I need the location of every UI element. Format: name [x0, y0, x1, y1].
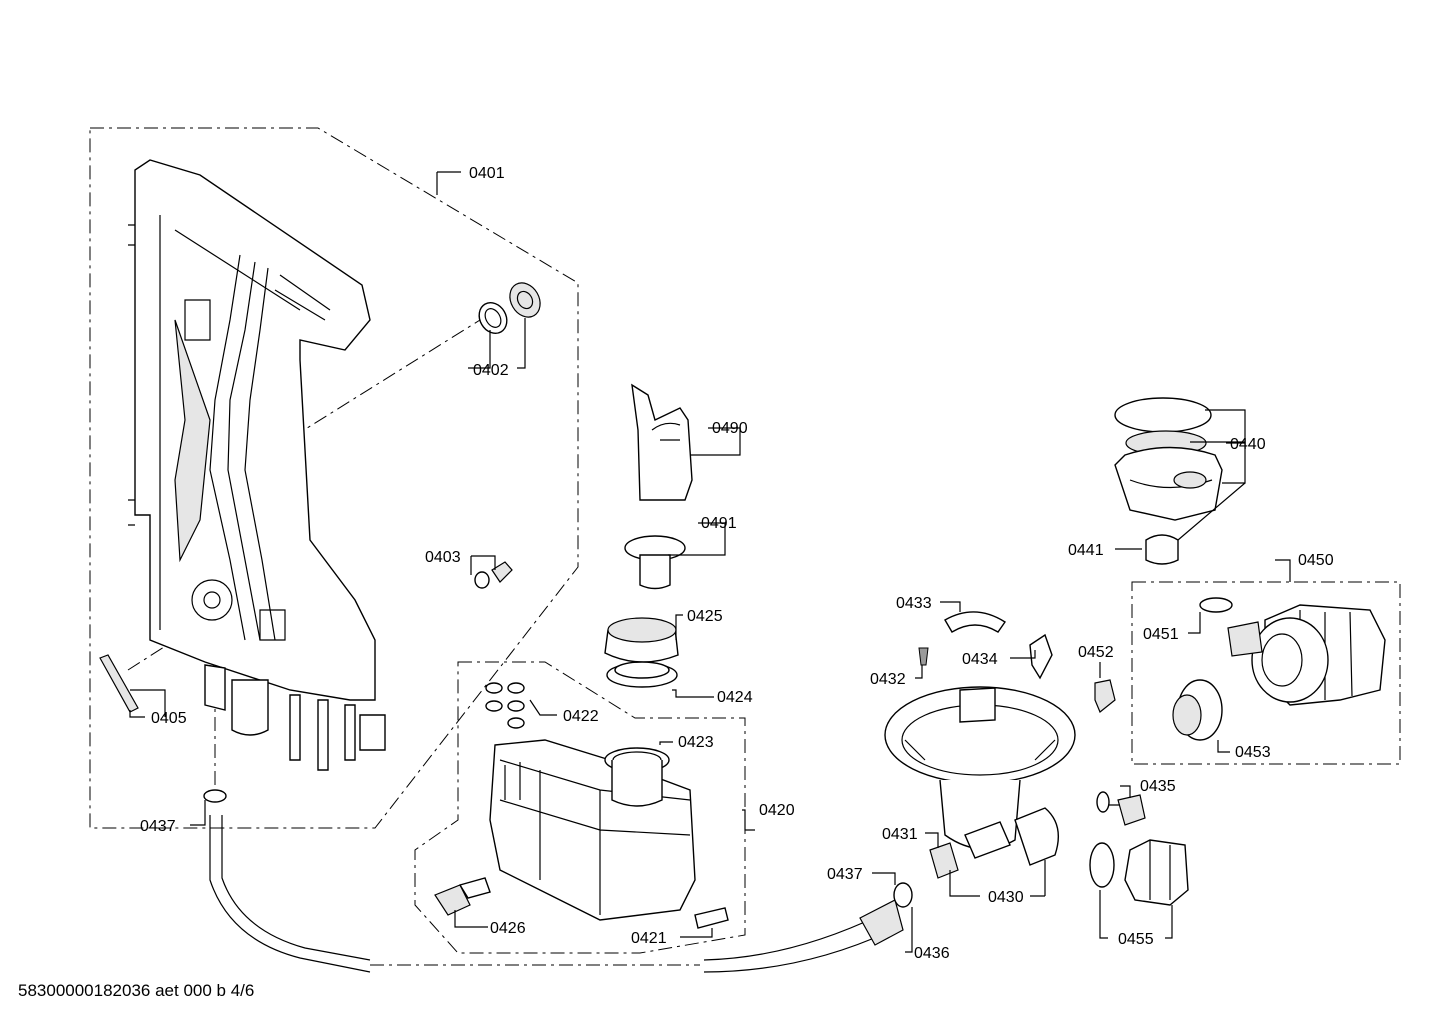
label-0431[interactable]: 0431 — [882, 826, 918, 843]
label-0432[interactable]: 0432 — [870, 671, 906, 688]
label-0437-right[interactable]: 0437 — [827, 866, 863, 883]
part-0430-sump[interactable] — [884, 686, 1076, 866]
label-0453[interactable]: 0453 — [1235, 744, 1271, 761]
part-0433-bracket[interactable] — [944, 611, 1006, 633]
part-0424-ring[interactable] — [606, 661, 678, 688]
leader-lines — [129, 171, 1291, 953]
label-0425[interactable]: 0425 — [687, 608, 723, 625]
part-0453-pump-cover[interactable] — [1172, 679, 1223, 741]
part-0440-heater-cover[interactable] — [1114, 397, 1223, 521]
part-0425-lid[interactable] — [604, 617, 679, 663]
label-0421[interactable]: 0421 — [631, 930, 667, 947]
part-0431-filter[interactable] — [929, 842, 959, 879]
part-drain-hose — [209, 815, 904, 973]
label-0424[interactable]: 0424 — [717, 689, 753, 706]
part-0401-side-panel[interactable] — [128, 159, 386, 771]
part-0437-seal-right[interactable] — [893, 882, 913, 908]
label-0491[interactable]: 0491 — [701, 515, 737, 532]
label-0441[interactable]: 0441 — [1068, 542, 1104, 559]
part-0437-seal-left[interactable] — [203, 789, 227, 803]
part-0434-clip[interactable] — [1029, 633, 1053, 680]
label-0452[interactable]: 0452 — [1078, 644, 1114, 661]
label-0430[interactable]: 0430 — [988, 889, 1024, 906]
label-0436[interactable]: 0436 — [914, 945, 950, 962]
label-0434[interactable]: 0434 — [962, 651, 998, 668]
part-0455-pump[interactable] — [1089, 839, 1189, 906]
label-0455[interactable]: 0455 — [1118, 931, 1154, 948]
label-0405[interactable]: 0405 — [151, 710, 187, 727]
part-0403-connector[interactable] — [474, 561, 513, 589]
label-0451[interactable]: 0451 — [1143, 626, 1179, 643]
part-0450-heat-pump[interactable] — [1227, 604, 1386, 706]
part-0426-valve[interactable] — [434, 877, 491, 916]
part-0405-clip[interactable] — [99, 654, 139, 713]
part-0402-seals[interactable] — [474, 277, 546, 338]
part-0422-seal-set[interactable] — [485, 682, 525, 729]
label-0401[interactable]: 0401 — [469, 165, 505, 182]
label-0402[interactable]: 0402 — [473, 362, 509, 379]
part-0420-softener[interactable] — [489, 739, 696, 921]
part-labels: 0401 0402 0403 0405 0437 0490 0491 0425 … — [140, 165, 1334, 962]
part-0491-cap[interactable] — [624, 535, 686, 590]
label-0450[interactable]: 0450 — [1298, 552, 1334, 569]
document-reference: 58300000182036 aet 000 b 4/6 — [18, 981, 255, 1000]
part-0441-sensor[interactable] — [1145, 534, 1179, 565]
label-0490[interactable]: 0490 — [712, 420, 748, 437]
label-0433[interactable]: 0433 — [896, 595, 932, 612]
label-0403[interactable]: 0403 — [425, 549, 461, 566]
label-0435[interactable]: 0435 — [1140, 778, 1176, 795]
label-0423[interactable]: 0423 — [678, 734, 714, 751]
part-0490-funnel[interactable] — [631, 383, 693, 501]
part-0435-sensor[interactable] — [1096, 791, 1146, 826]
label-0440[interactable]: 0440 — [1230, 436, 1266, 453]
label-0426[interactable]: 0426 — [490, 920, 526, 937]
part-0432-screw[interactable] — [918, 647, 929, 666]
label-0422[interactable]: 0422 — [563, 708, 599, 725]
part-0421-clip[interactable] — [694, 907, 729, 929]
label-0437-left[interactable]: 0437 — [140, 818, 176, 835]
part-0452-part[interactable] — [1094, 679, 1116, 713]
part-0451-clamp[interactable] — [1199, 597, 1233, 613]
label-0420[interactable]: 0420 — [759, 802, 795, 819]
